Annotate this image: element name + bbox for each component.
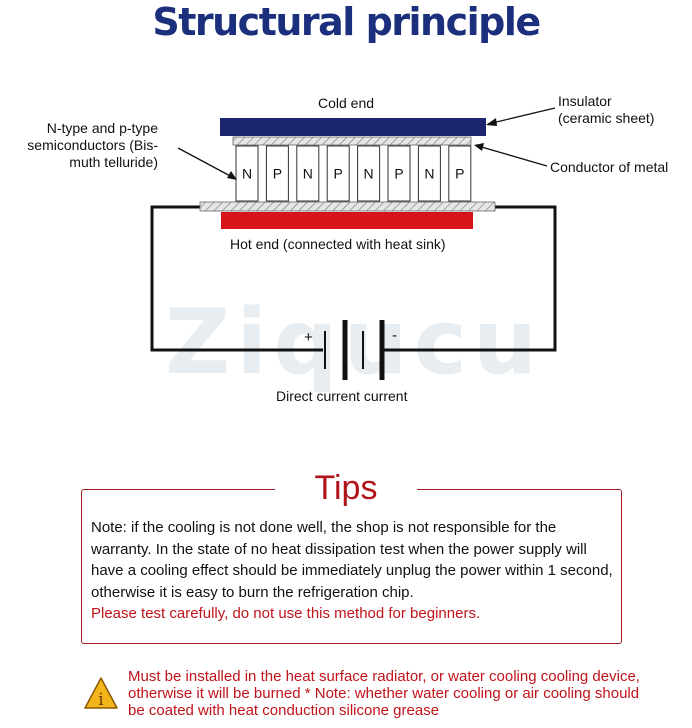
semiconductor-pointer (177, 147, 235, 179)
semiconductor-type-label: N (303, 166, 313, 182)
watermark-text: Ziqucu (165, 290, 544, 395)
semiconductor-pellet (357, 145, 381, 202)
cold-plate (220, 118, 486, 136)
semiconductor-pellet (265, 145, 289, 202)
tips-warning-line: Please test carefully, do not use this m… (91, 605, 481, 622)
semiconductor-pellet (326, 145, 350, 202)
page-title: Structural principle (152, 0, 541, 44)
semiconductor-pellet (296, 145, 320, 202)
battery-plus: + (304, 329, 313, 346)
semiconductor-pellet (387, 145, 411, 202)
semiconductor-type-label: N (364, 166, 374, 182)
semiconductor-type-label: N (424, 166, 434, 182)
cold-end-label: Cold end (318, 95, 375, 111)
semiconductor-pellet (448, 145, 472, 202)
direct-current-label: Direct current current (276, 388, 408, 404)
circuit-wire (150, 205, 300, 352)
semiconductor-type-label: P (455, 166, 464, 182)
hot-end-label: Hot end (connected with heat sink) (230, 236, 446, 252)
semiconductor-pellet (235, 145, 259, 202)
insulator-label: Insulator (ceramic sheet) (558, 93, 655, 126)
watermark-logo: Ziqucu (165, 298, 543, 388)
top-conductor (232, 136, 472, 146)
battery-minus: - (392, 327, 397, 344)
semiconductor-pellet (417, 145, 441, 202)
semiconductor-type-label: P (394, 166, 403, 182)
insulator-pointer (487, 107, 556, 125)
notice-text: Must be installed in the heat surface ra… (128, 668, 640, 719)
tips-heading: Tips (0, 466, 692, 510)
circuit-wire-right (398, 205, 557, 352)
hot-plate (221, 212, 473, 229)
semiconductor-type-label: P (334, 166, 343, 182)
conductor-label: Conductor of metal (550, 159, 669, 175)
bottom-conductor (199, 201, 496, 212)
semiconductor-type-label: P (273, 166, 282, 182)
tips-body: Note: if the cooling is not done well, t… (91, 517, 616, 625)
tips-body-text: Note: if the cooling is not done well, t… (91, 519, 613, 601)
svg-text:i: i (98, 690, 104, 710)
battery-symbol (300, 320, 398, 380)
semiconductors-label: N-type and p-type semiconductors (Bis- m… (27, 120, 158, 170)
peltier-diagram: + - N P N P N P N P (150, 107, 557, 380)
conductor-pointer (477, 145, 548, 167)
warning-triangle-icon: i (84, 677, 118, 710)
semiconductor-type-label: N (242, 166, 252, 182)
tips-heading-text: Tips (274, 469, 418, 507)
